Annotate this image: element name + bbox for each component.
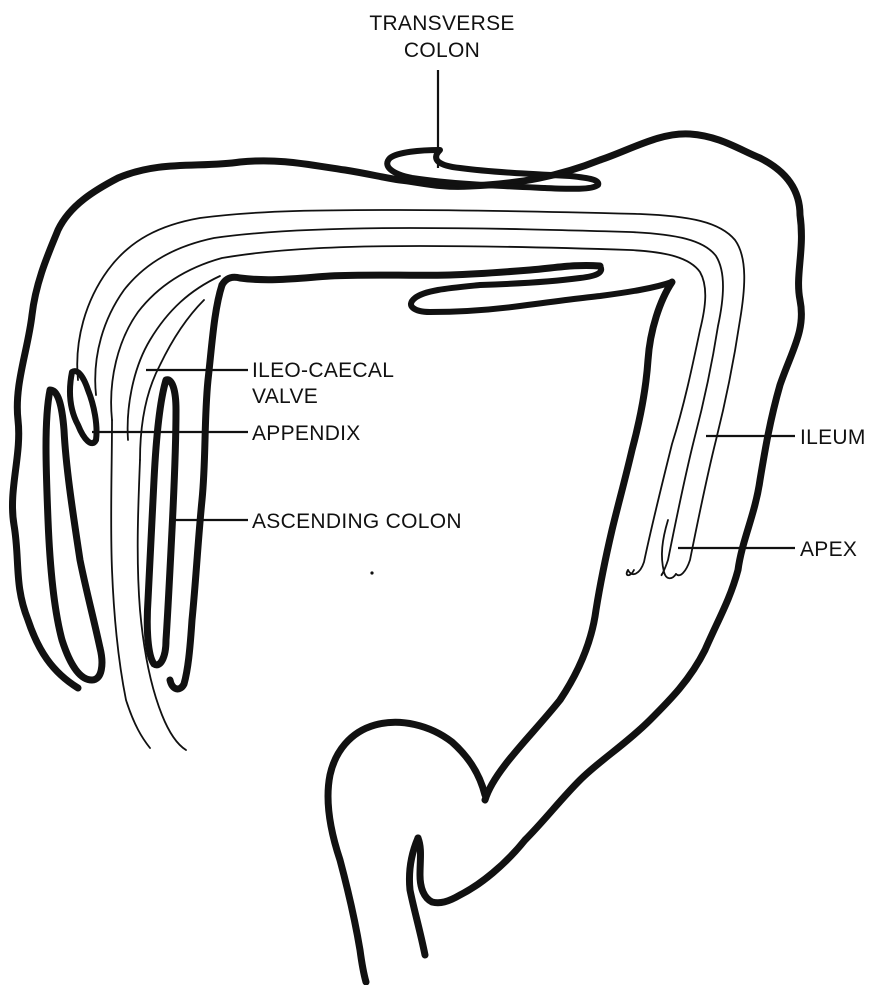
ileum-label: ILEUM — [800, 426, 866, 449]
apex-label: APEX — [800, 538, 857, 561]
ascending-inner-wall — [170, 285, 222, 689]
ileo-caecal-valve-label-line1: ILEO-CAECAL — [252, 359, 394, 382]
ascending-colon-label: ASCENDING COLON — [252, 510, 462, 533]
appendix-label: APPENDIX — [252, 422, 361, 445]
transverse-colon-label-line2: COLON — [404, 39, 480, 62]
transverse-colon-label-line1: TRANSVERSE — [369, 12, 514, 35]
ileo-caecal-valve-label-line2: VALVE — [252, 385, 318, 408]
speck-mark — [370, 571, 373, 574]
ascending-colon-loop — [147, 380, 176, 665]
lower-colon-loop — [328, 722, 485, 982]
